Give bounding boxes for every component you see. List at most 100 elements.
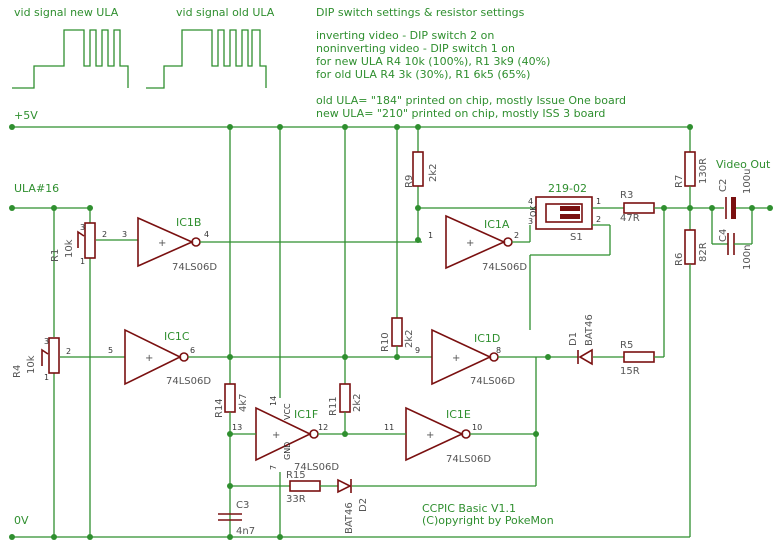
r15-name: R15 [286,470,306,481]
switch-pin-4: 4 [528,197,533,206]
resistor-r9[interactable]: R9 2k2 [404,151,536,209]
resistor-r11[interactable]: R11 2k2 [328,383,363,434]
ic1e-name: IC1E [446,408,471,421]
ic1c-type: 74LS06D [166,376,211,387]
r6-name: R6 [674,253,685,266]
ic1a-name: IC1A [484,218,510,231]
ic1b-pin-out: 4 [204,230,209,239]
capacitor-c3[interactable]: C3 4n7 [218,500,255,537]
r11-value: 2k2 [352,393,363,412]
r5-name: R5 [620,340,633,351]
old-ula-caption: vid signal old ULA [176,6,275,19]
r7-name: R7 [674,175,685,188]
notes-chip-2: new ULA= "210" printed on chip, mostly I… [316,107,605,120]
gate-ic1b[interactable]: + IC1B 74LS06D 3 4 [122,216,422,273]
r15-value: 33R [286,494,306,505]
ic1f-name: IC1F [294,408,318,421]
r4-pin-3: 3 [44,337,49,346]
d1-name: D1 [568,332,579,346]
resistor-r7[interactable]: R7 130R [674,151,709,230]
ic1e-type: 74LS06D [446,454,491,465]
notes-line-3: for new ULA R4 10k (100%), R1 3k9 (40%) [316,55,550,68]
resistor-r10[interactable]: R10 2k2 [380,317,415,357]
ic1b-pin-in: 3 [122,230,127,239]
resistor-r1[interactable]: R1 10k 3 1 2 [50,222,138,266]
gate-ic1a[interactable]: + IC1A 74LS06D 1 2 [428,214,531,273]
r5-value: 15R [620,366,640,377]
ic1f-type: 74LS06D [294,462,339,473]
r10-name: R10 [380,332,391,352]
ic1d-name: IC1D [474,332,500,345]
resistor-r15[interactable]: R15 33R [230,470,338,505]
switch-part: 219-02 [548,182,587,195]
ic1f-vcc-label: VCC [283,403,292,420]
footer-line-1: CCPIC Basic V1.1 [422,502,516,515]
r1-pin-3: 3 [80,223,85,232]
svg-text:+: + [452,353,460,364]
waveform-old-ula [146,29,267,89]
footer-line-2: (C)opyright by PokeMon [422,514,554,527]
diode-d2[interactable]: BAT46 D2 [337,434,537,534]
c4-name: C4 [718,229,729,242]
r4-pin-1: 1 [44,373,49,382]
svg-text:+: + [145,353,153,364]
gate-ic1f[interactable]: + IC1F 74LS06D 13 12 VCC 14 GND 7 [230,396,406,473]
ic1a-pin-out: 2 [514,231,519,240]
ic1e-pin-out: 10 [472,423,482,432]
vcc-label: +5V [14,109,38,122]
gate-ic1d[interactable]: + IC1D 74LS06D 9 8 [415,328,578,387]
notes-line-4: for old ULA R4 3k (30%), R1 6k5 (65%) [316,68,530,81]
ic1f-gnd-label: GND [283,442,292,460]
ic1f-pin-gnd: 7 [269,465,278,470]
capacitor-c4[interactable]: C4 100n [711,208,753,270]
notes-chip-1: old ULA= "184" printed on chip, mostly I… [316,94,626,107]
r4-value: 10k [26,355,37,374]
ic1b-type: 74LS06D [172,262,217,273]
ic1c-pin-out: 6 [190,346,195,355]
r9-name: R9 [404,175,415,188]
ic1b-name: IC1B [176,216,201,229]
c3-value: 4n7 [236,526,255,537]
r3-name: R3 [620,190,633,201]
resistor-r4[interactable]: R4 10k 3 1 2 [12,337,125,382]
ic1c-name: IC1C [164,330,190,343]
gate-ic1e[interactable]: + IC1E 74LS06D 11 10 [384,357,537,465]
resistor-r6[interactable]: R6 82R [674,229,709,537]
resistor-r3[interactable]: R3 47R [620,190,724,224]
ic1a-pin-in: 1 [428,231,433,240]
c4-value: 100n [742,245,753,270]
resistor-r5[interactable]: R5 15R [620,208,665,377]
r4-pin-2: 2 [66,347,71,356]
r10-value: 2k2 [404,329,415,348]
new-ula-caption: vid signal new ULA [14,6,119,19]
junctions [9,124,773,540]
diode-d1[interactable]: D1 BAT46 [568,314,624,366]
notes-line-1: inverting video - DIP switch 2 on [316,29,494,42]
switch-ok: OK [529,205,538,217]
dip-switch-s1[interactable]: 219-02 S1 OK 4 3 1 2 [528,182,624,310]
ic1d-pin-out: 8 [496,346,501,355]
switch-pin-2: 2 [596,215,601,224]
d1-value: BAT46 [584,314,595,346]
capacitor-c2[interactable]: C2 100u [718,169,770,219]
r1-pin-1: 1 [80,257,85,266]
switch-pin-1: 1 [596,197,601,206]
d2-name: D2 [358,498,369,512]
ic1f-pin-in: 13 [232,423,242,432]
ic1a-type: 74LS06D [482,262,527,273]
svg-text:+: + [272,430,280,441]
notes-line-2: noninverting video - DIP switch 1 on [316,42,515,55]
r7-value: 130R [698,158,709,184]
svg-text:+: + [158,238,166,249]
ic1e-pin-in: 11 [384,423,394,432]
r1-pin-2: 2 [102,230,107,239]
c2-value: 100u [742,169,753,194]
r4-name: R4 [12,365,23,378]
ic1f-pin-out: 12 [318,423,328,432]
ic1d-type: 74LS06D [470,376,515,387]
r1-value: 10k [64,239,75,258]
ic1f-pin-vcc: 14 [269,396,278,406]
r6-value: 82R [698,242,709,262]
